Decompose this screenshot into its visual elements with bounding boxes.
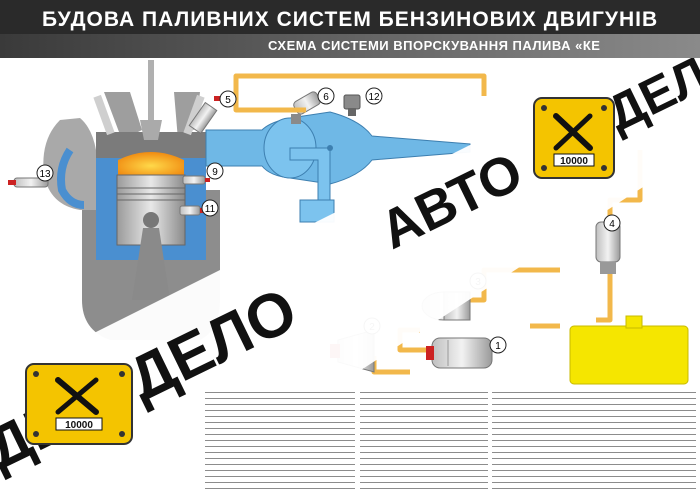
svg-text:6: 6 bbox=[323, 92, 329, 103]
svg-text:5: 5 bbox=[225, 95, 231, 106]
text-column-3 bbox=[492, 390, 696, 492]
watermark-badge-top: 10000 bbox=[533, 97, 615, 179]
svg-text:11: 11 bbox=[205, 204, 216, 215]
svg-text:10000: 10000 bbox=[560, 156, 588, 167]
page-title: БУДОВА ПАЛИВНИХ СИСТЕМ БЕНЗИНОВИХ ДВИГУН… bbox=[42, 8, 659, 31]
wrench-screwdriver-icon bbox=[55, 377, 99, 415]
sensor-9 bbox=[182, 175, 210, 185]
fuel-pump-1 bbox=[426, 337, 493, 369]
text-column-2 bbox=[360, 390, 488, 492]
sensor-13 bbox=[8, 177, 49, 188]
callout-5: 5 bbox=[219, 90, 237, 108]
svg-text:9: 9 bbox=[212, 167, 218, 178]
callout-11: 11 bbox=[201, 199, 219, 217]
svg-text:13: 13 bbox=[39, 169, 51, 180]
svg-text:10000: 10000 bbox=[65, 420, 93, 431]
svg-text:12: 12 bbox=[368, 92, 380, 103]
injector-5 bbox=[188, 96, 220, 135]
callout-12: 12 bbox=[365, 87, 383, 105]
svg-text:4: 4 bbox=[609, 219, 615, 230]
callout-13: 13 bbox=[36, 164, 54, 182]
wrench-screwdriver-icon bbox=[553, 113, 593, 151]
watermark-badge-bottom: 10000 bbox=[25, 363, 133, 445]
svg-text:1: 1 bbox=[495, 341, 501, 352]
text-column-1 bbox=[205, 390, 355, 492]
header-subtitle-bar bbox=[0, 34, 700, 58]
callout-1: 1 bbox=[489, 336, 507, 354]
callout-6: 6 bbox=[317, 87, 335, 105]
component-12 bbox=[343, 94, 361, 116]
page-subtitle: СХЕМА СИСТЕМИ ВПОРСКУВАННЯ ПАЛИВА «КЕ bbox=[268, 38, 601, 53]
header: БУДОВА ПАЛИВНИХ СИСТЕМ БЕНЗИНОВИХ ДВИГУН… bbox=[0, 0, 700, 58]
callout-4: 4 bbox=[603, 214, 621, 232]
fuel-tank bbox=[569, 315, 689, 385]
callout-9: 9 bbox=[206, 162, 224, 180]
